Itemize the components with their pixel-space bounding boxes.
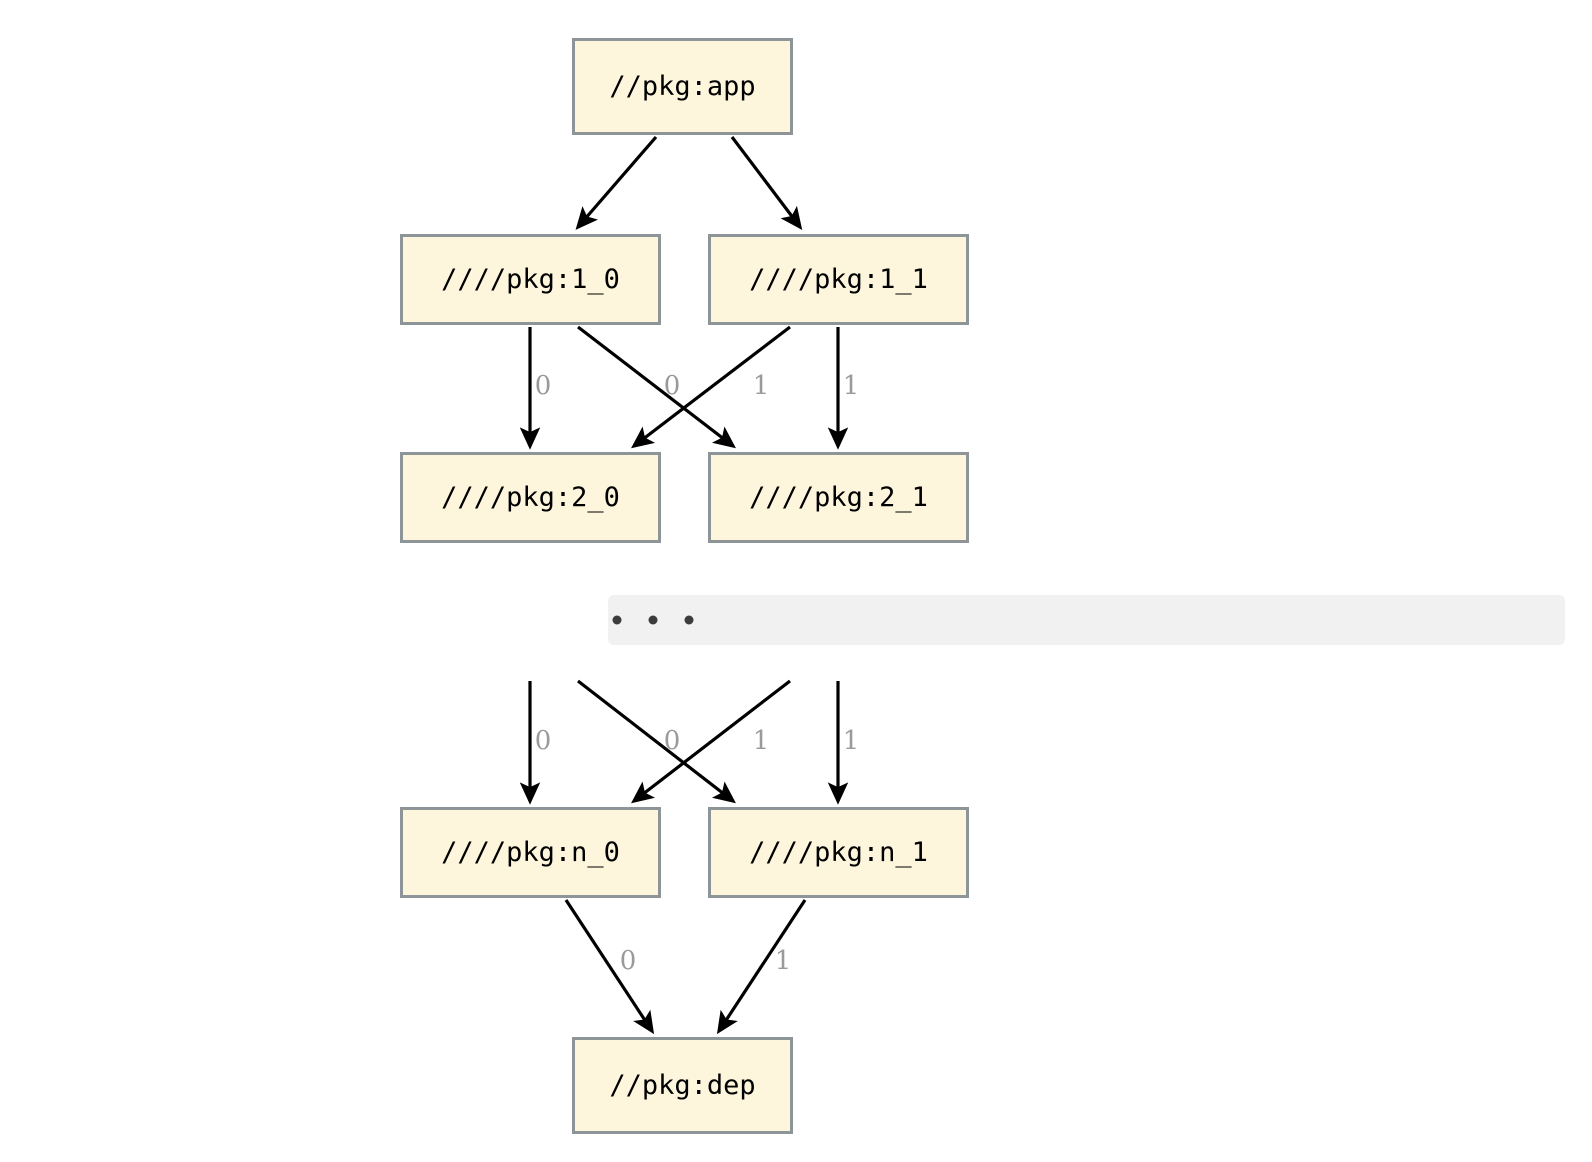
node-label: ////pkg:1_1 bbox=[749, 264, 928, 295]
graph-node-n2_1[interactable]: ////pkg:2_1 bbox=[708, 452, 969, 543]
edge-label: 1 bbox=[753, 726, 770, 756]
ellipsis-dot bbox=[612, 615, 622, 625]
ellipsis-separator bbox=[608, 595, 1565, 645]
edge-label: 0 bbox=[664, 371, 681, 401]
graph-edge: 1 bbox=[827, 681, 860, 805]
node-label: ////pkg:2_0 bbox=[441, 482, 620, 513]
graph-edge: 0 bbox=[519, 327, 552, 450]
edge-arrow-line bbox=[631, 679, 791, 804]
edges-layer: 0 1 0 1 0 1 0 1 0 1 bbox=[519, 135, 860, 1035]
node-box[interactable] bbox=[400, 452, 661, 543]
node-label: ////pkg:n_1 bbox=[749, 837, 928, 868]
edge-arrow-line bbox=[575, 135, 658, 230]
graph-edge: 0 bbox=[631, 325, 791, 449]
graph-node-n2_0[interactable]: ////pkg:2_0 bbox=[400, 452, 661, 543]
graph-node-n1_0[interactable]: ////pkg:1_0 bbox=[400, 234, 661, 325]
graph-edge bbox=[730, 136, 803, 230]
edge-label: 1 bbox=[843, 371, 860, 401]
edge-label: 1 bbox=[753, 371, 770, 401]
graph-edge: 0 bbox=[519, 681, 552, 805]
edge-label: 0 bbox=[664, 726, 681, 756]
edge-arrow-line bbox=[564, 899, 655, 1035]
node-box[interactable] bbox=[572, 1037, 793, 1134]
graph-edge: 1 bbox=[827, 327, 860, 450]
edge-label: 1 bbox=[775, 946, 792, 976]
graph-node-nn_0[interactable]: ////pkg:n_0 bbox=[400, 807, 661, 898]
node-box[interactable] bbox=[572, 38, 793, 135]
graph-node-dep[interactable]: //pkg:dep bbox=[572, 1037, 793, 1134]
node-box[interactable] bbox=[400, 234, 661, 325]
ellipsis-dot bbox=[684, 615, 694, 625]
graph-node-n1_1[interactable]: ////pkg:1_1 bbox=[708, 234, 969, 325]
graph-edge bbox=[575, 135, 658, 230]
node-box[interactable] bbox=[400, 807, 661, 898]
node-box[interactable] bbox=[708, 807, 969, 898]
ellipsis-band-background bbox=[608, 595, 1565, 645]
edge-arrow-line bbox=[730, 136, 803, 230]
graph-edge: 1 bbox=[716, 899, 807, 1035]
nodes-layer: //pkg:app ////pkg:1_0 ////pkg:1_1 ////pkg:2… bbox=[400, 38, 969, 1134]
graph-node-nn_1[interactable]: ////pkg:n_1 bbox=[708, 807, 969, 898]
node-label: ////pkg:2_1 bbox=[749, 482, 928, 513]
edge-label: 0 bbox=[535, 371, 552, 401]
edge-arrow-line bbox=[577, 325, 736, 449]
edge-arrow-line bbox=[631, 325, 791, 449]
graph-node-app[interactable]: //pkg:app bbox=[572, 38, 793, 135]
edge-label: 0 bbox=[535, 726, 552, 756]
node-box[interactable] bbox=[708, 234, 969, 325]
ellipsis-dot bbox=[648, 615, 658, 625]
node-box[interactable] bbox=[708, 452, 969, 543]
graph-edge: 0 bbox=[564, 899, 655, 1035]
graph-edge: 1 bbox=[577, 679, 770, 804]
graph-edge: 1 bbox=[577, 325, 770, 449]
edge-arrow-line bbox=[577, 679, 736, 804]
graph-edge: 0 bbox=[631, 679, 791, 804]
edge-arrow-line bbox=[716, 899, 807, 1035]
edge-label: 1 bbox=[843, 726, 860, 756]
node-label: //pkg:app bbox=[609, 71, 755, 102]
node-label: ////pkg:1_0 bbox=[441, 264, 620, 295]
node-label: //pkg:dep bbox=[609, 1070, 755, 1101]
node-label: ////pkg:n_0 bbox=[441, 837, 620, 868]
edge-label: 0 bbox=[620, 946, 637, 976]
